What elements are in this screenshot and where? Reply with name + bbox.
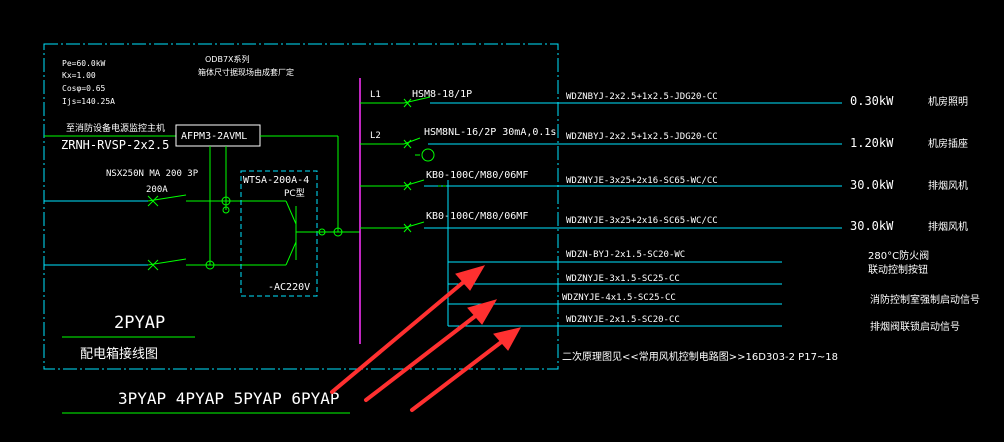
signal-4-cable: WDZNYJE-2x1.5-SC20-CC: [566, 315, 680, 325]
param-pe: Pe=60.0kW: [62, 59, 106, 68]
signal-2-cable: WDZNYJE-3x1.5-SC25-CC: [566, 274, 680, 284]
circuit-4-power: 30.0kW: [850, 219, 894, 233]
source-cable: ZRNH-RVSP-2x2.5: [61, 138, 169, 152]
ats-switch: [270, 200, 343, 266]
ats-type: PC型: [284, 188, 305, 199]
circuit-2: L2 HSM8NL-16/2P 30mA,0.1s WDZNBYJ-2x2.5+…: [360, 127, 842, 162]
signal-1-dest-2: 联动控制按钮: [868, 263, 928, 276]
cabinet-series-note: ODB7X系列: [205, 54, 250, 64]
arrow-3-head: [493, 327, 521, 351]
circuit-4: KB0-100C/M80/06MF WDZNYJE-3x25+2x16-SC65…: [360, 211, 842, 233]
circuit-3-power: 30.0kW: [850, 178, 894, 192]
panel-caption: 配电箱接线图: [80, 346, 158, 362]
ats-spec: WTSA-200A-4: [243, 175, 309, 186]
circuit-4-cable: WDZNYJE-3x25+2x16-SC65-WC/CC: [566, 216, 718, 226]
arrow-2: [364, 312, 480, 402]
circuit-1: L1 HSM8-18/1P WDZNBYJ-2x2.5+1x2.5-JDG20-…: [360, 89, 842, 108]
source-label: 至消防设备电源监控主机: [66, 122, 165, 134]
incoming-feeder-2: [44, 258, 270, 271]
monitor-module-label: AFPM3-2AVML: [181, 131, 247, 142]
circuit-3-cable: WDZNYJE-3x25+2x16-SC65-WC/CC: [566, 176, 718, 186]
circuit-1-cable: WDZNBYJ-2x2.5+1x2.5-JDG20-CC: [566, 92, 718, 102]
sensing-taps: [205, 146, 231, 270]
arrow-1: [330, 278, 468, 394]
circuit-2-cable: WDZNBYJ-2x2.5+1x2.5-JDG20-CC: [566, 132, 718, 142]
annotation-arrows: [330, 265, 521, 412]
circuit-3-load: 排烟风机: [928, 179, 968, 192]
circuit-3: KB0-100C/M80/06MF WDZNYJE-3x25+2x16-SC65…: [360, 170, 842, 191]
panel-boundary: [43, 43, 559, 370]
arrow-2-head: [467, 299, 498, 325]
breaker-current: 200A: [146, 185, 168, 195]
signal-lines: [448, 261, 782, 327]
circuit-2-device: HSM8NL-16/2P 30mA,0.1s: [424, 127, 556, 138]
arrow-3: [410, 338, 506, 412]
parameter-block: Pe=60.0kW Kx=1.00 Cosφ=0.65 Ijs=140.25A: [62, 59, 115, 106]
circuit-1-load: 机房照明: [928, 95, 968, 108]
signal-3-cable: WDZNYJE-4x1.5-SC25-CC: [562, 293, 676, 303]
circuit-2-power: 1.20kW: [850, 136, 894, 150]
circuit-2-load: 机房插座: [928, 137, 968, 150]
ats-voltage: -AC220V: [268, 282, 310, 293]
circuit-1-device: HSM8-18/1P: [412, 89, 472, 100]
ats-box: [240, 170, 318, 297]
param-kx: Kx=1.00: [62, 71, 96, 80]
param-cos: Cosφ=0.65: [62, 84, 106, 93]
cabinet-size-note: 箱体尺寸据现场由成套厂定: [198, 67, 294, 77]
signal-1-dest: 280°C防火阀: [868, 249, 929, 262]
circuit-2-phase: L2: [370, 131, 381, 141]
signal-1-cable: WDZN-BYJ-2x1.5-SC20-WC: [566, 250, 685, 260]
panel-code: 2PYAP: [114, 313, 165, 333]
other-panels: 3PYAP 4PYAP 5PYAP 6PYAP: [118, 389, 340, 408]
incoming-feeder-1: [44, 194, 270, 207]
circuit-1-power: 0.30kW: [850, 94, 894, 108]
signal-4-dest: 排烟阀联锁启动信号: [870, 320, 960, 333]
circuit-4-load: 排烟风机: [928, 220, 968, 233]
circuit-1-phase: L1: [370, 90, 381, 100]
secondary-note: 二次原理图见<<常用风机控制电路图>>16D303-2 P17~18: [562, 350, 838, 363]
signal-3-dest: 消防控制室强制启动信号: [870, 293, 980, 306]
circuit-4-device: KB0-100C/M80/06MF: [426, 211, 528, 222]
arrow-1-head: [455, 265, 486, 291]
param-ijs: Ijs=140.25A: [62, 97, 115, 106]
breaker-spec: NSX250N MA 200 3P: [106, 169, 199, 179]
circuit-3-device: KB0-100C/M80/06MF: [426, 170, 528, 181]
